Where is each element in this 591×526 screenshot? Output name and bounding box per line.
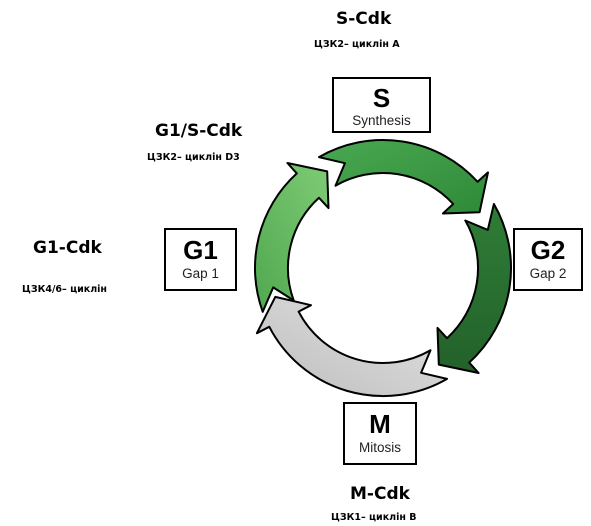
g1s-cdk-subtitle: ЦЗК2– циклін D3 [147, 152, 240, 163]
g1-cdk-title: G1-Cdk [33, 238, 102, 258]
g1s-cdk-title: G1/S-Cdk [155, 121, 243, 141]
phase-box-g2: G2 Gap 2 [513, 228, 583, 291]
s-arrow [318, 139, 489, 215]
phase-box-m: M Mitosis [343, 402, 417, 465]
g1-arrow [253, 162, 330, 313]
phase-s-name: Synthesis [352, 113, 411, 128]
m-arrow [255, 295, 448, 398]
m-cdk-subtitle: ЦЗК1– циклін B [331, 512, 417, 523]
m-cdk-title: M-Cdk [350, 484, 410, 504]
phase-m-name: Mitosis [358, 440, 401, 455]
phase-g2-letter: G2 [530, 235, 566, 265]
s-cdk-subtitle: ЦЗК2– циклін А [314, 39, 400, 50]
phase-m-letter: M [369, 409, 391, 439]
phase-box-g1: G1 Gap 1 [164, 228, 237, 291]
g2-arrow [436, 203, 512, 374]
phase-s-letter: S [372, 83, 391, 113]
s-cdk-title: S-Cdk [336, 9, 392, 29]
phase-box-s: S Synthesis [332, 77, 431, 133]
g1-cdk-subtitle: ЦЗК4/6– циклін [22, 284, 107, 295]
phase-g2-name: Gap 2 [529, 266, 567, 281]
phase-g1-letter: G1 [183, 235, 218, 265]
phase-g1-name: Gap 1 [182, 266, 219, 281]
